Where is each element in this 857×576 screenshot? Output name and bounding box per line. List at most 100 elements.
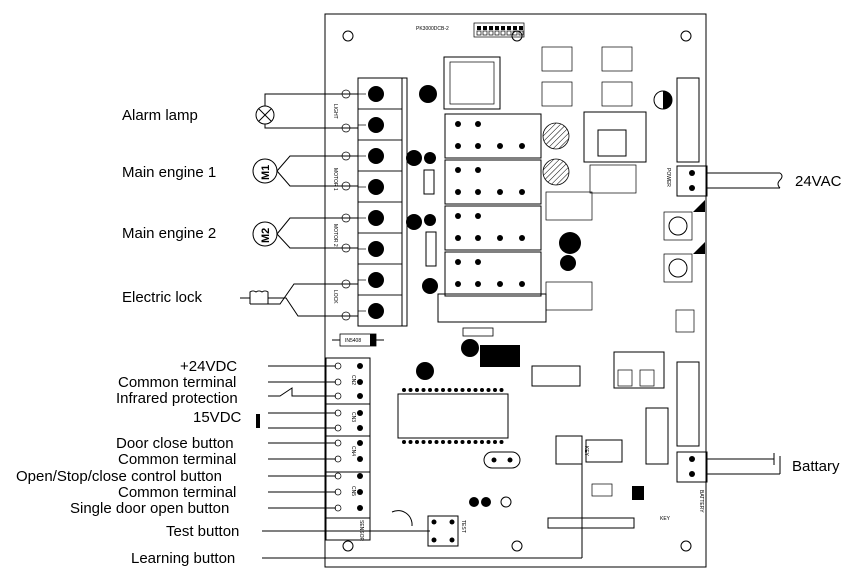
label-common-terminal-1: Common terminal: [118, 374, 236, 391]
mcu-pin: [499, 440, 504, 444]
connector-pin: [357, 410, 363, 416]
mcu-pin: [447, 388, 452, 392]
svg-text:LIGHT: LIGHT: [332, 104, 338, 119]
relay-pin: [455, 281, 461, 287]
terminal-screw: [368, 148, 384, 164]
resistor-boxes: [541, 46, 647, 311]
mcu-pin: [486, 388, 491, 392]
relay-pin: [455, 235, 461, 241]
header-pin: [500, 30, 506, 36]
relay-pin: [497, 281, 503, 287]
mcu-pin: [486, 440, 491, 444]
label-24vdc: +24VDC: [180, 358, 237, 375]
header-pin: [483, 26, 487, 30]
relay-pin: [455, 259, 461, 265]
relay-pin: [475, 259, 481, 265]
power-terminal: POWER: [665, 165, 708, 197]
label-main-engine-2: Main engine 2: [122, 225, 216, 242]
capacitors: [542, 90, 673, 186]
board-model: PK3000DCB-2: [416, 26, 449, 32]
svg-text:CN5: CN5: [350, 486, 356, 496]
label-main-engine-1: Main engine 1: [122, 164, 216, 181]
svg-text:POWER: POWER: [665, 168, 671, 187]
connector-pin: [357, 379, 363, 385]
label-open-stop-close: Open/Stop/close control button: [16, 468, 222, 485]
svg-text:CN4: CN4: [350, 446, 356, 456]
mcu-pin: [415, 440, 419, 444]
mcu-pin: [408, 388, 413, 392]
header-pin: [488, 30, 494, 36]
terminal-block-main: [357, 77, 408, 327]
connector-pin: [357, 440, 363, 446]
connector-pin: [357, 363, 363, 369]
svg-text:KEY: KEY: [660, 516, 671, 522]
header-pin: [494, 30, 500, 36]
label-24vac: 24VAC: [795, 173, 842, 190]
mcu-pin: [408, 440, 413, 444]
mcu-pin: [493, 388, 497, 392]
mcu-pin: [428, 440, 432, 444]
relay-pin: [497, 143, 503, 149]
sensor-connector: SENSOR: [325, 510, 413, 542]
terminal-screw: [368, 117, 384, 133]
header-pin: [506, 30, 512, 36]
mcu-pin: [441, 440, 445, 444]
relay-pin: [455, 121, 461, 127]
svg-text:TEST: TEST: [460, 520, 466, 533]
relay-pin: [497, 235, 503, 241]
connector-pin: [357, 505, 363, 511]
connector-pin: [357, 425, 363, 431]
crystal: [483, 451, 521, 469]
relay-pin: [475, 121, 481, 127]
svg-text:CN3: CN3: [350, 412, 356, 422]
fuse-top: [676, 77, 700, 163]
label-learning-button: Learning button: [131, 550, 235, 567]
svg-text:LOCK: LOCK: [332, 290, 338, 304]
relay-pin: [455, 167, 461, 173]
connector-cn3: CN3: [325, 403, 371, 437]
terminal-labels: LIGHT MOTOR 1 MOTOR 2 LOCK: [332, 89, 351, 321]
header-pin: [519, 26, 523, 30]
header-pin: [507, 26, 511, 30]
relay-pin: [497, 189, 503, 195]
mcu-pin: [460, 388, 465, 392]
battery-wires: [707, 453, 781, 475]
label-test-button: Test button: [166, 523, 239, 540]
header-pin: [512, 30, 518, 36]
relay-pin: [455, 213, 461, 219]
mcu-pin: [460, 440, 465, 444]
terminal-screw: [368, 210, 384, 226]
motor-1-label: M1: [260, 165, 272, 180]
mcu-pin: [499, 388, 504, 392]
label-15vdc: 15VDC: [193, 409, 242, 426]
header-pin: [501, 26, 505, 30]
label-single-door-open: Single door open button: [70, 500, 229, 517]
relay-bank: [443, 56, 542, 297]
label-alarm-lamp: Alarm lamp: [122, 107, 198, 124]
relay-pin: [455, 143, 461, 149]
header-pin: [518, 30, 524, 36]
ac-wires: [707, 172, 783, 189]
header-pin: [477, 26, 481, 30]
mcu-pin: [415, 388, 419, 392]
electric-lock-symbol: [240, 283, 358, 317]
fuse-bottom: [676, 361, 700, 447]
relay-pin: [455, 189, 461, 195]
mount-hole: [342, 540, 354, 552]
relay-pin: [519, 281, 525, 287]
label-electric-lock: Electric lock: [122, 289, 203, 306]
svg-text:IN5408: IN5408: [345, 338, 361, 344]
mcu-pin: [428, 388, 432, 392]
mcu-pin: [434, 440, 439, 444]
mcu-pin: [493, 440, 497, 444]
mcu-pin: [467, 388, 471, 392]
mcu-pin: [467, 440, 471, 444]
mcu-pin: [402, 388, 406, 392]
right-parts: [613, 309, 695, 389]
label-common-terminal-3: Common terminal: [118, 484, 236, 501]
key-connector: KEY: [555, 435, 589, 465]
connector-pin: [357, 393, 363, 399]
motor-2-label: M2: [260, 228, 272, 243]
label-door-close-button: Door close button: [116, 435, 234, 452]
diode: IN5408: [332, 333, 384, 347]
